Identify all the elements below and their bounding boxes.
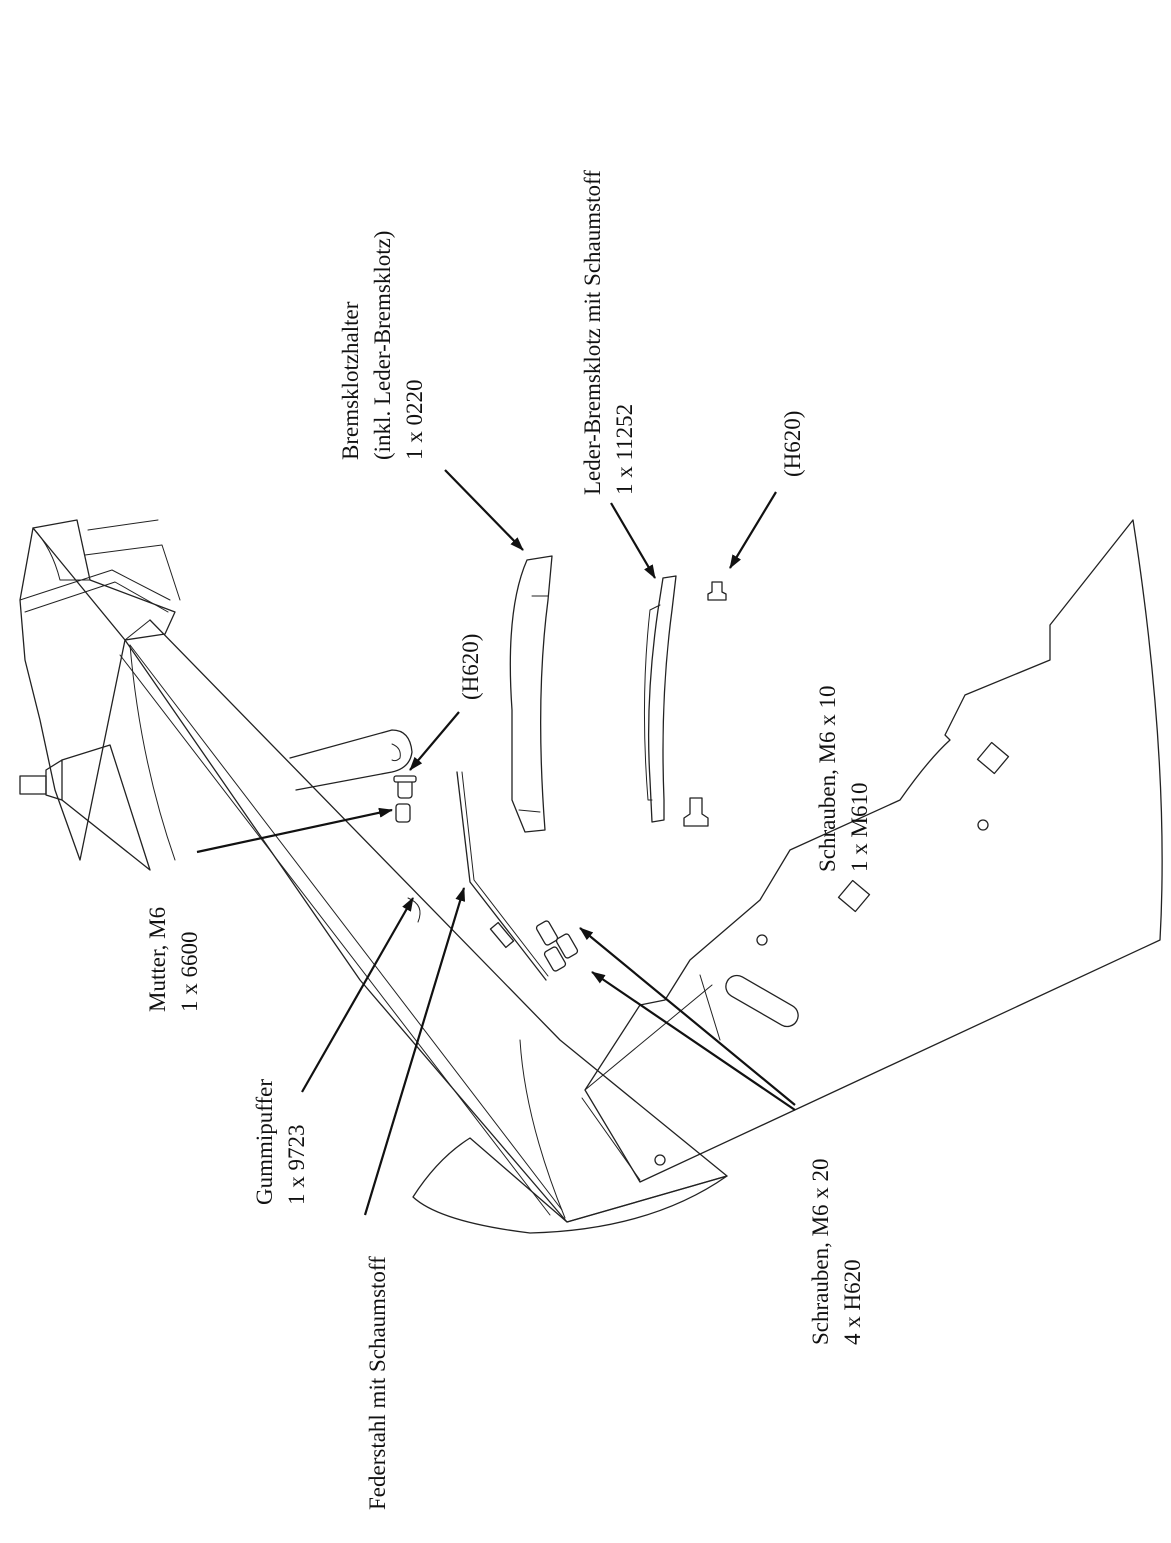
square-hole-2 (837, 879, 871, 913)
schrauben-m6x20-qty: 4 x H620 (840, 1259, 865, 1345)
arrow-m6x20-a (579, 927, 796, 1106)
slot-hole (725, 974, 799, 1028)
label-schrauben-m6x20: Schrauben, M6 x 20 4 x H620 (808, 1158, 865, 1345)
bremsklotzhalter-qty: 1 x 0220 (402, 380, 427, 461)
cylinder-arm (289, 729, 413, 791)
schrauben-m6x20-name: Schrauben, M6 x 20 (808, 1158, 833, 1345)
arrow-federstahl (363, 887, 466, 1216)
m6x20-screws (535, 920, 579, 972)
arrow-gummipuffer (301, 897, 414, 1093)
arrow-leder-bremsklotz (610, 502, 656, 579)
h620-left-text: (H620) (458, 634, 483, 700)
square-hole-1 (976, 741, 1010, 775)
screw-mid-right (683, 797, 709, 827)
mutter-qty: 1 x 6600 (177, 932, 202, 1013)
bracket-plate (584, 519, 1163, 1183)
gummipuffer-name: Gummipuffer (252, 1079, 277, 1205)
label-bremsklotzhalter: Bremsklotzhalter (inkl. Leder-Bremsklotz… (338, 231, 427, 460)
gummipuffer-qty: 1 x 9723 (284, 1125, 309, 1206)
main-arm (32, 519, 728, 1223)
label-h620-left: (H620) (458, 634, 483, 700)
spring-steel (456, 771, 549, 981)
right-plate (581, 519, 1163, 1183)
label-federstahl: Federstahl mit Schaumstoff (365, 1256, 390, 1510)
screw-top-right (707, 581, 727, 601)
schrauben-m6x10-qty: 1 x M610 (847, 783, 872, 872)
label-gummipuffer: Gummipuffer 1 x 9723 (252, 1079, 309, 1205)
h620-top-right-text: (H620) (780, 411, 805, 477)
leather-brake-pad (647, 575, 677, 823)
arrow-h620-top-right (729, 491, 777, 569)
nut-m6 (395, 803, 411, 823)
federstahl-name: Federstahl mit Schaumstoff (365, 1256, 390, 1510)
bremsklotzhalter-note: (inkl. Leder-Bremsklotz) (370, 231, 395, 460)
label-mutter: Mutter, M6 1 x 6600 (145, 907, 202, 1012)
arrow-m6x20-b (591, 971, 796, 1111)
mutter-name: Mutter, M6 (145, 907, 170, 1012)
leder-bremsklotz-qty: 1 x 11252 (612, 404, 637, 495)
label-schrauben-m6x10: Schrauben, M6 x 10 1 x M610 (815, 685, 872, 872)
schrauben-m6x10-name: Schrauben, M6 x 10 (815, 685, 840, 872)
arrow-mutter (196, 807, 393, 854)
h620-screw-left (393, 775, 417, 799)
upper-body (19, 527, 126, 861)
label-h620-top-right: (H620) (780, 411, 805, 477)
bremsklotzhalter-name: Bremsklotzhalter (338, 301, 363, 460)
brake-pad-holder (509, 555, 553, 833)
arrow-h620-left (409, 711, 460, 771)
round-hole-2 (756, 934, 768, 946)
label-leder-bremsklotz: Leder-Bremsklotz mit Schaumstoff 1 x 112… (580, 170, 637, 495)
arc-sector (412, 1137, 728, 1234)
callout-arrows (196, 469, 796, 1216)
round-hole-1 (977, 819, 989, 831)
leder-bremsklotz-name: Leder-Bremsklotz mit Schaumstoff (580, 170, 605, 495)
left-arm-assembly (19, 519, 728, 1234)
shaft-left (19, 775, 47, 795)
arrow-bremsklotzhalter (444, 469, 524, 551)
